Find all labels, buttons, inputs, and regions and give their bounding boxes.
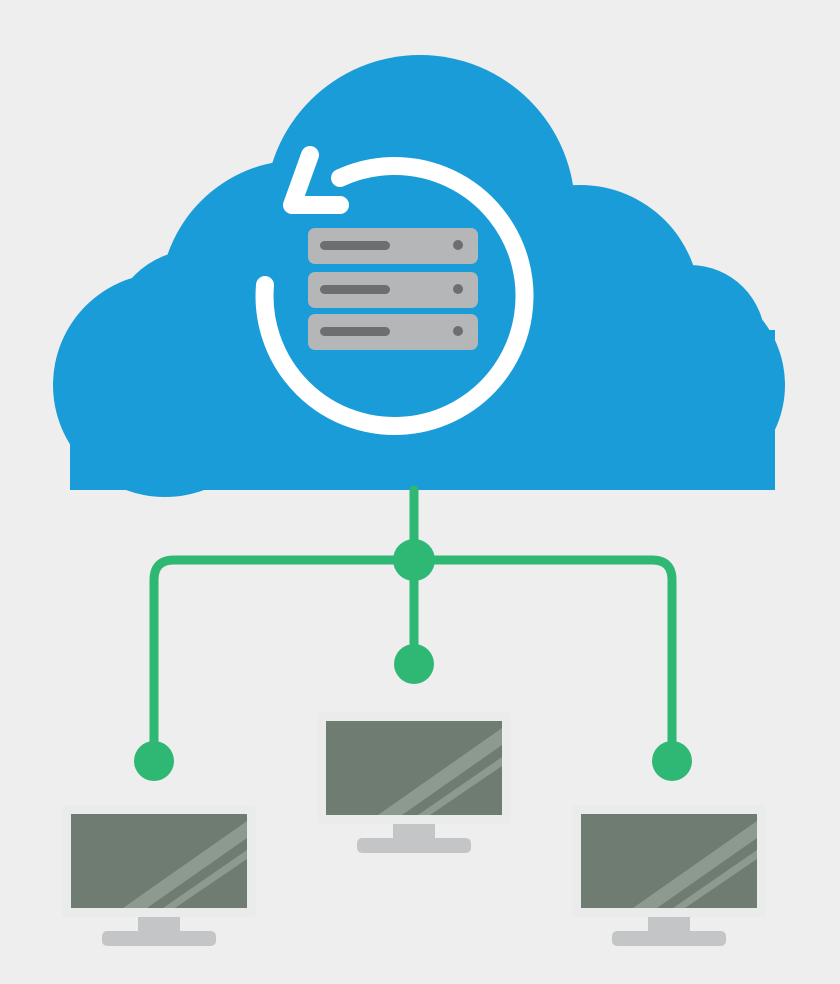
server-unit <box>308 314 478 350</box>
connector-nodes <box>134 539 692 781</box>
endpoint-node <box>394 644 434 684</box>
monitor-icon <box>62 805 256 946</box>
endpoint-node <box>134 741 174 781</box>
server-rack-icon <box>308 228 478 350</box>
server-unit <box>308 228 478 264</box>
server-unit <box>308 272 478 308</box>
hub-node <box>393 539 435 581</box>
refresh-arrow-icon <box>255 146 534 435</box>
endpoint-node <box>652 741 692 781</box>
monitor-icon <box>317 712 511 853</box>
monitor-icon <box>572 805 766 946</box>
computers <box>62 712 766 946</box>
